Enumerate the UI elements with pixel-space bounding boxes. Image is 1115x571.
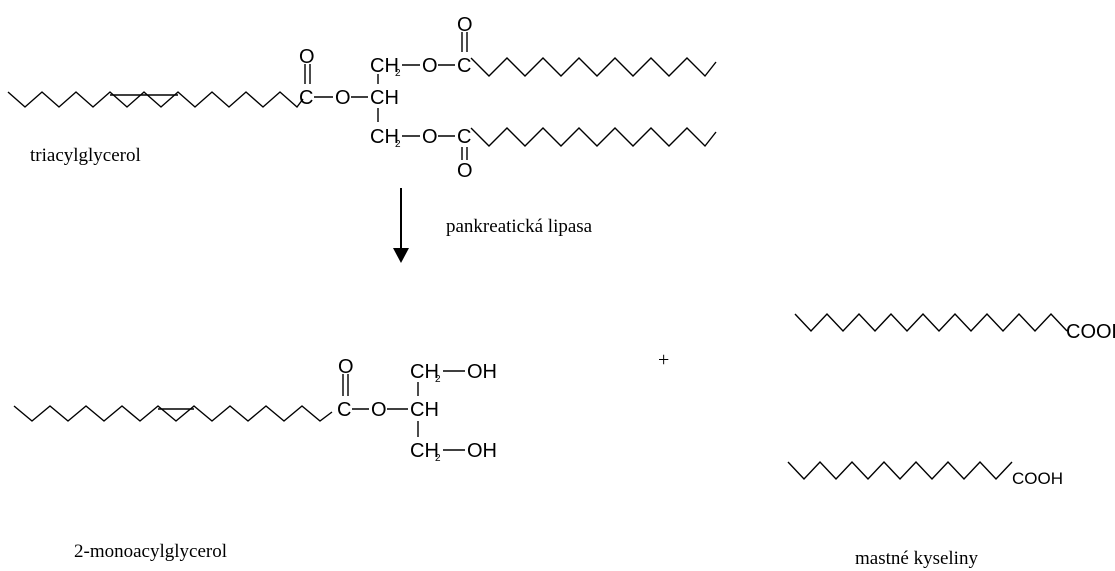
top-ch2: CH — [370, 55, 399, 77]
mag-ester-oxygen: O — [371, 399, 387, 421]
palmitoyl-chain-top — [470, 57, 717, 78]
oleyl-chain-top — [7, 91, 304, 109]
ester-oxygen: O — [335, 87, 351, 109]
top-carbonyl-oxygen: O — [457, 14, 473, 36]
mag-ester-carbon: C — [337, 399, 351, 421]
top-ch2-subscript: 2 — [395, 68, 401, 79]
fatty-acid-2: COOH — [787, 460, 1063, 488]
palmitoyl-chain-bottom — [470, 127, 717, 148]
mag-top-hydroxyl: OH — [467, 361, 497, 383]
glycerol-ch: CH — [370, 87, 399, 109]
carboxyl-group-1: COOH — [1066, 321, 1115, 343]
monoacylglycerol-molecule: O C O CH CH 2 OH CH 2 OH — [13, 356, 497, 464]
mag-bottom-ch2-subscript: 2 — [435, 453, 441, 464]
reaction-arrow — [393, 188, 409, 263]
reactant-label: triacylglycerol — [30, 145, 141, 166]
fatty-acid-chain-2 — [787, 460, 1013, 481]
mag-bottom-ch2: CH — [410, 440, 439, 462]
triacylglycerol-molecule: O C O CH CH 2 O C O CH 2 O C O — [7, 14, 717, 182]
oleyl-chain-bottom — [13, 405, 333, 422]
bottom-ch2-subscript: 2 — [395, 139, 401, 150]
product-2-label: mastné kyseliny — [855, 548, 978, 569]
top-ester-oxygen: O — [422, 55, 438, 77]
mag-top-ch2-subscript: 2 — [435, 374, 441, 385]
mag-carbonyl-oxygen: O — [338, 356, 354, 378]
carboxyl-group-2: COOH — [1012, 469, 1063, 488]
mag-top-ch2: CH — [410, 361, 439, 383]
fatty-acid-chain-1 — [794, 312, 1068, 333]
fatty-acid-1: COOH — [794, 312, 1115, 343]
mag-bottom-hydroxyl: OH — [467, 440, 497, 462]
mag-glycerol-ch: CH — [410, 399, 439, 421]
plus-sign: + — [658, 349, 669, 371]
bottom-carbonyl-oxygen: O — [457, 160, 473, 182]
product-1-label: 2-monoacylglycerol — [74, 541, 227, 562]
bottom-ester-carbon: C — [457, 126, 471, 148]
top-ester-carbon: C — [457, 55, 471, 77]
carbonyl-oxygen: O — [299, 46, 315, 68]
bottom-ester-oxygen: O — [422, 126, 438, 148]
ester-carbon: C — [299, 87, 313, 109]
enzyme-label: pankreatická lipasa — [446, 216, 593, 237]
bottom-ch2: CH — [370, 126, 399, 148]
